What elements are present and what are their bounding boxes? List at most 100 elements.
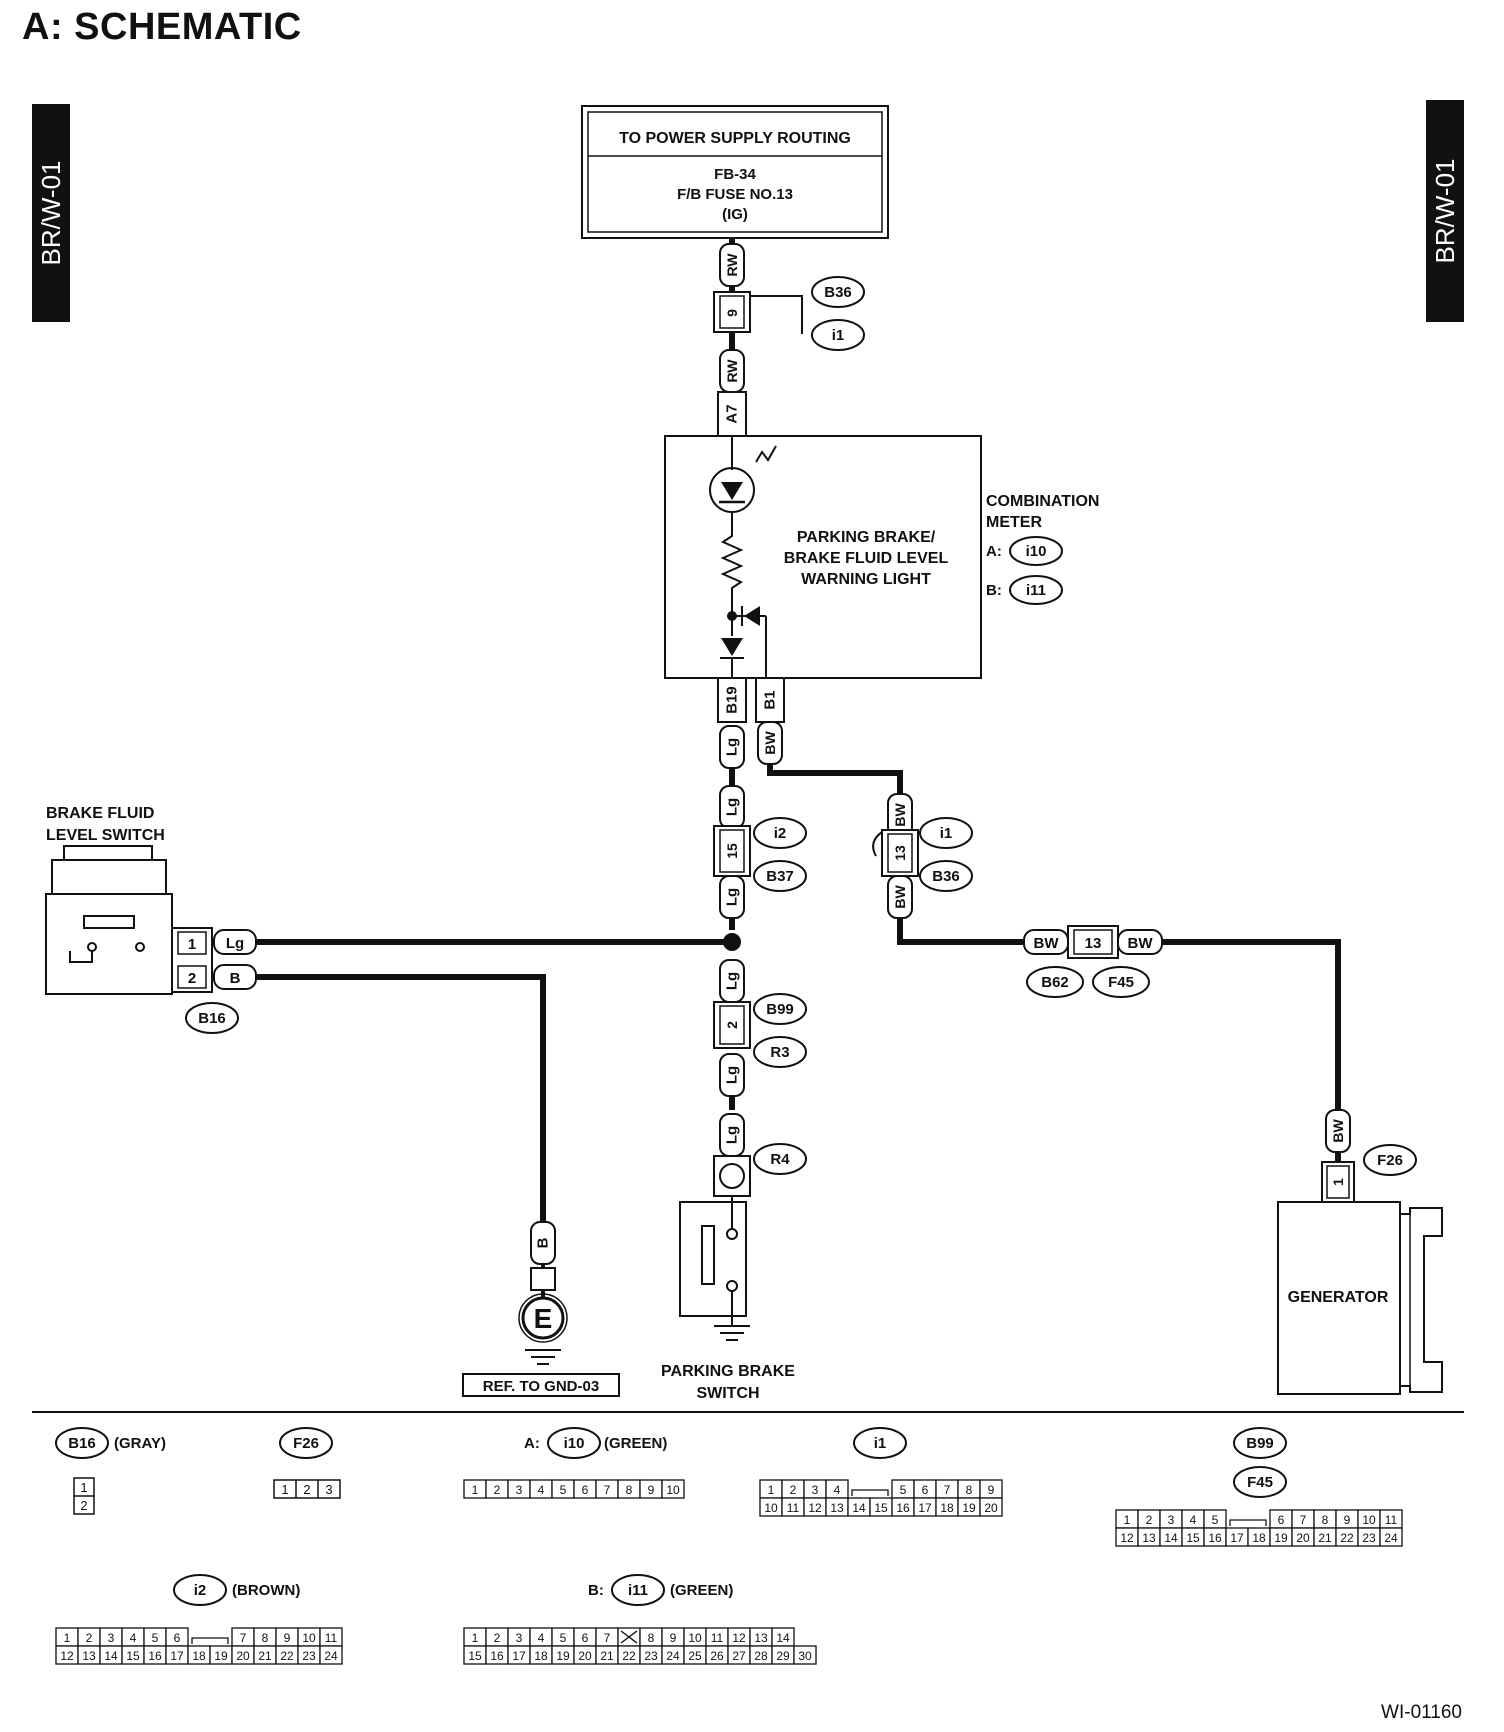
pin-number: 10: [302, 1631, 316, 1645]
pin-number: 13: [82, 1649, 96, 1663]
meter-prefix-b: B:: [986, 582, 1002, 599]
pin-number: 11: [1385, 1513, 1398, 1527]
i10-view-prefix: A:: [524, 1435, 540, 1452]
pin-cell: [979, 1497, 1003, 1517]
pin-number: 16: [148, 1649, 162, 1663]
svg-text:BW: BW: [892, 803, 908, 827]
i11-view-color: (GREEN): [670, 1582, 733, 1599]
i11-view-name: i11: [628, 1582, 648, 1599]
svg-text:Lg: Lg: [724, 738, 741, 756]
wire-label-lg-5: Lg: [719, 1053, 745, 1097]
i10-view-name: i10: [564, 1435, 585, 1452]
pin-number: 10: [1362, 1513, 1376, 1527]
svg-text:BW: BW: [1330, 1119, 1346, 1143]
pin-number: 15: [1186, 1531, 1200, 1545]
svg-text:2: 2: [303, 1482, 310, 1497]
pin-number: 13: [1142, 1531, 1156, 1545]
svg-text:B: B: [535, 1237, 552, 1248]
pin-number: 2: [494, 1483, 501, 1497]
wire-label-lg-4: Lg: [719, 959, 745, 1003]
j4-connector-top: B99: [766, 1001, 794, 1018]
svg-text:13: 13: [1085, 935, 1102, 952]
pin-number: 8: [626, 1483, 633, 1497]
meter-prefix-a: A:: [986, 543, 1002, 560]
wire-label-lg-3: Lg: [719, 875, 745, 919]
pin-number: 20: [236, 1649, 250, 1663]
pin-number: 26: [710, 1649, 724, 1663]
pin-number: 2: [86, 1631, 93, 1645]
pin-number: 11: [787, 1501, 800, 1515]
wire-labels: RW RW Lg BW Lg Lg Lg Lg: [530, 243, 1351, 1265]
pin-number: 6: [582, 1631, 589, 1645]
pin-b1: B1: [762, 690, 779, 709]
pin-number: 24: [1384, 1531, 1398, 1545]
pin-number: 15: [874, 1501, 888, 1515]
pin-a7: A7: [724, 404, 741, 423]
i1-view-name: i1: [874, 1435, 887, 1452]
pin-number: 14: [1164, 1531, 1178, 1545]
pin-number: 18: [534, 1649, 548, 1663]
pin-number: 4: [538, 1483, 545, 1497]
wire-label-rw-mid: RW: [719, 349, 745, 393]
j1-connector-bottom: i1: [832, 327, 845, 344]
pin-number: 20: [1296, 1531, 1310, 1545]
pin-number: 2: [1146, 1513, 1153, 1527]
pin-number: 10: [666, 1483, 680, 1497]
pin-number: 1: [768, 1483, 775, 1497]
wire-label-bw-3: BW: [887, 875, 913, 919]
ground-e: E REF. TO GND-03: [462, 1264, 620, 1397]
pin-number: 22: [622, 1649, 636, 1663]
page-title: A: SCHEMATIC: [22, 6, 302, 48]
pin-number: 9: [988, 1483, 995, 1497]
pin-number: 21: [258, 1649, 272, 1663]
pin-number: 24: [324, 1649, 338, 1663]
pin-b19: B19: [724, 686, 741, 714]
i2-view-color: (BROWN): [232, 1582, 300, 1599]
pin-number: 6: [174, 1631, 181, 1645]
j2-connector-top: i2: [774, 825, 787, 842]
side-tab-right-label: BR/W-01: [1430, 159, 1460, 264]
pin-number: 12: [732, 1631, 746, 1645]
warning-light-line1: PARKING BRAKE/: [797, 529, 936, 546]
f26-connector-label: F26: [1377, 1152, 1403, 1169]
svg-text:BW: BW: [892, 885, 908, 909]
svg-text:B: B: [230, 970, 241, 987]
pin-number: 3: [516, 1483, 523, 1497]
svg-text:BW: BW: [1034, 935, 1060, 952]
pin-number: 4: [130, 1631, 137, 1645]
pin-number: 30: [798, 1649, 812, 1663]
pin-number: 1: [1124, 1513, 1131, 1527]
pin-number: 9: [1344, 1513, 1351, 1527]
meter-name-line1: COMBINATION: [986, 493, 1099, 510]
pin-number: 24: [666, 1649, 680, 1663]
pin-number: 14: [776, 1631, 790, 1645]
pin-number: 25: [688, 1649, 702, 1663]
pin-number: 23: [644, 1649, 658, 1663]
svg-text:BW: BW: [1128, 935, 1154, 952]
pin-cell: [793, 1645, 817, 1665]
svg-text:1: 1: [1330, 1178, 1346, 1186]
svg-text:1: 1: [80, 1480, 87, 1495]
pin-number: 23: [1362, 1531, 1376, 1545]
pin-number: 8: [966, 1483, 973, 1497]
pin-number: 10: [688, 1631, 702, 1645]
j3-connector-top: i1: [940, 825, 953, 842]
junction-j3: 13 i1 B36: [872, 817, 973, 892]
svg-text:BW: BW: [762, 731, 778, 755]
pin-number: 17: [512, 1649, 526, 1663]
pin-number: 2: [494, 1631, 501, 1645]
svg-text:Lg: Lg: [724, 972, 741, 990]
j5-connector-right: F45: [1108, 974, 1134, 991]
wire-label-bw-1: BW: [757, 721, 783, 765]
wire-label-bw-h1: BW: [1023, 929, 1069, 955]
combination-meter: COMBINATION METER A: i10 B: i11 PARKING …: [664, 435, 1099, 690]
j1-connector-top: B36: [824, 284, 852, 301]
i11-view-prefix: B:: [588, 1582, 604, 1599]
power-box-line3: (IG): [722, 206, 748, 223]
parking-brake-label-1: PARKING BRAKE: [661, 1363, 795, 1380]
pin-number: 16: [490, 1649, 504, 1663]
pin-number: 7: [604, 1483, 611, 1497]
